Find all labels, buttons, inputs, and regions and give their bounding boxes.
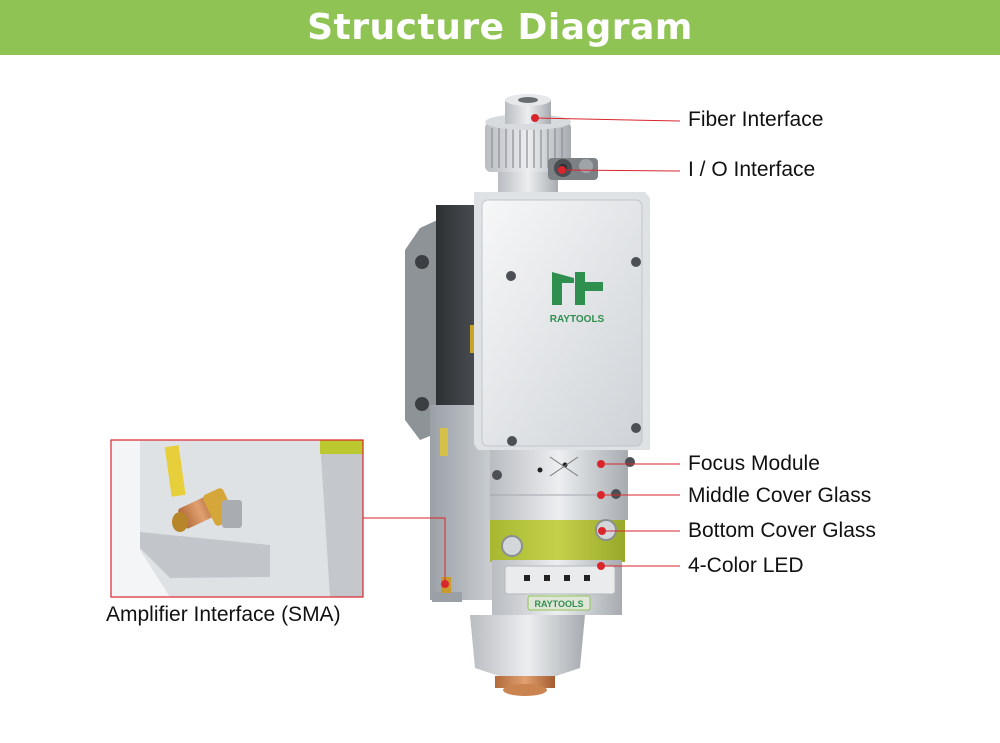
page-title: Structure Diagram bbox=[307, 7, 693, 48]
bottom-cover-glass-dot bbox=[598, 527, 606, 535]
amplifier-interface-dot bbox=[441, 580, 449, 588]
label-middle-cover-glass: Middle Cover Glass bbox=[688, 484, 872, 507]
label-4-color-led: 4-Color LED bbox=[688, 554, 804, 577]
callout-dots bbox=[441, 114, 606, 588]
callout-lines bbox=[363, 117, 681, 584]
rear-dark-body bbox=[436, 205, 478, 420]
logo-brand-text: RAYTOOLS bbox=[550, 314, 605, 325]
led-dot bbox=[597, 562, 605, 570]
middle-cover-glass-body bbox=[490, 489, 628, 520]
fiber-interface-line bbox=[534, 117, 681, 122]
io-connector bbox=[548, 158, 598, 180]
focus-module-body bbox=[490, 450, 635, 495]
side-yellow-label bbox=[440, 428, 448, 456]
io-interface-line bbox=[561, 169, 681, 172]
label-bottom-cover-glass: Bottom Cover Glass bbox=[688, 519, 876, 542]
io-interface-dot bbox=[558, 166, 566, 174]
raytools-logo: RAYTOOLS bbox=[550, 272, 605, 325]
middle-cover-glass-dot bbox=[597, 491, 605, 499]
led-panel: RAYTOOLS bbox=[492, 560, 622, 615]
amplifier-interface-line bbox=[363, 517, 446, 584]
label-focus-module: Focus Module bbox=[688, 452, 820, 475]
focus-module-dot bbox=[597, 460, 605, 468]
header-banner: Structure Diagram bbox=[0, 0, 1000, 55]
amplifier-inset bbox=[110, 439, 364, 598]
panel-brand-text: RAYTOOLS bbox=[534, 599, 583, 609]
nozzle bbox=[470, 615, 585, 696]
label-fiber-interface: Fiber Interface bbox=[688, 108, 824, 131]
fiber-interface-dot bbox=[531, 114, 539, 122]
label-io-interface: I / O Interface bbox=[688, 158, 816, 181]
label-amplifier-interface: Amplifier Interface (SMA) bbox=[106, 603, 341, 626]
main-cover: RAYTOOLS bbox=[474, 192, 650, 450]
bottom-cover-glass-body bbox=[490, 519, 625, 562]
